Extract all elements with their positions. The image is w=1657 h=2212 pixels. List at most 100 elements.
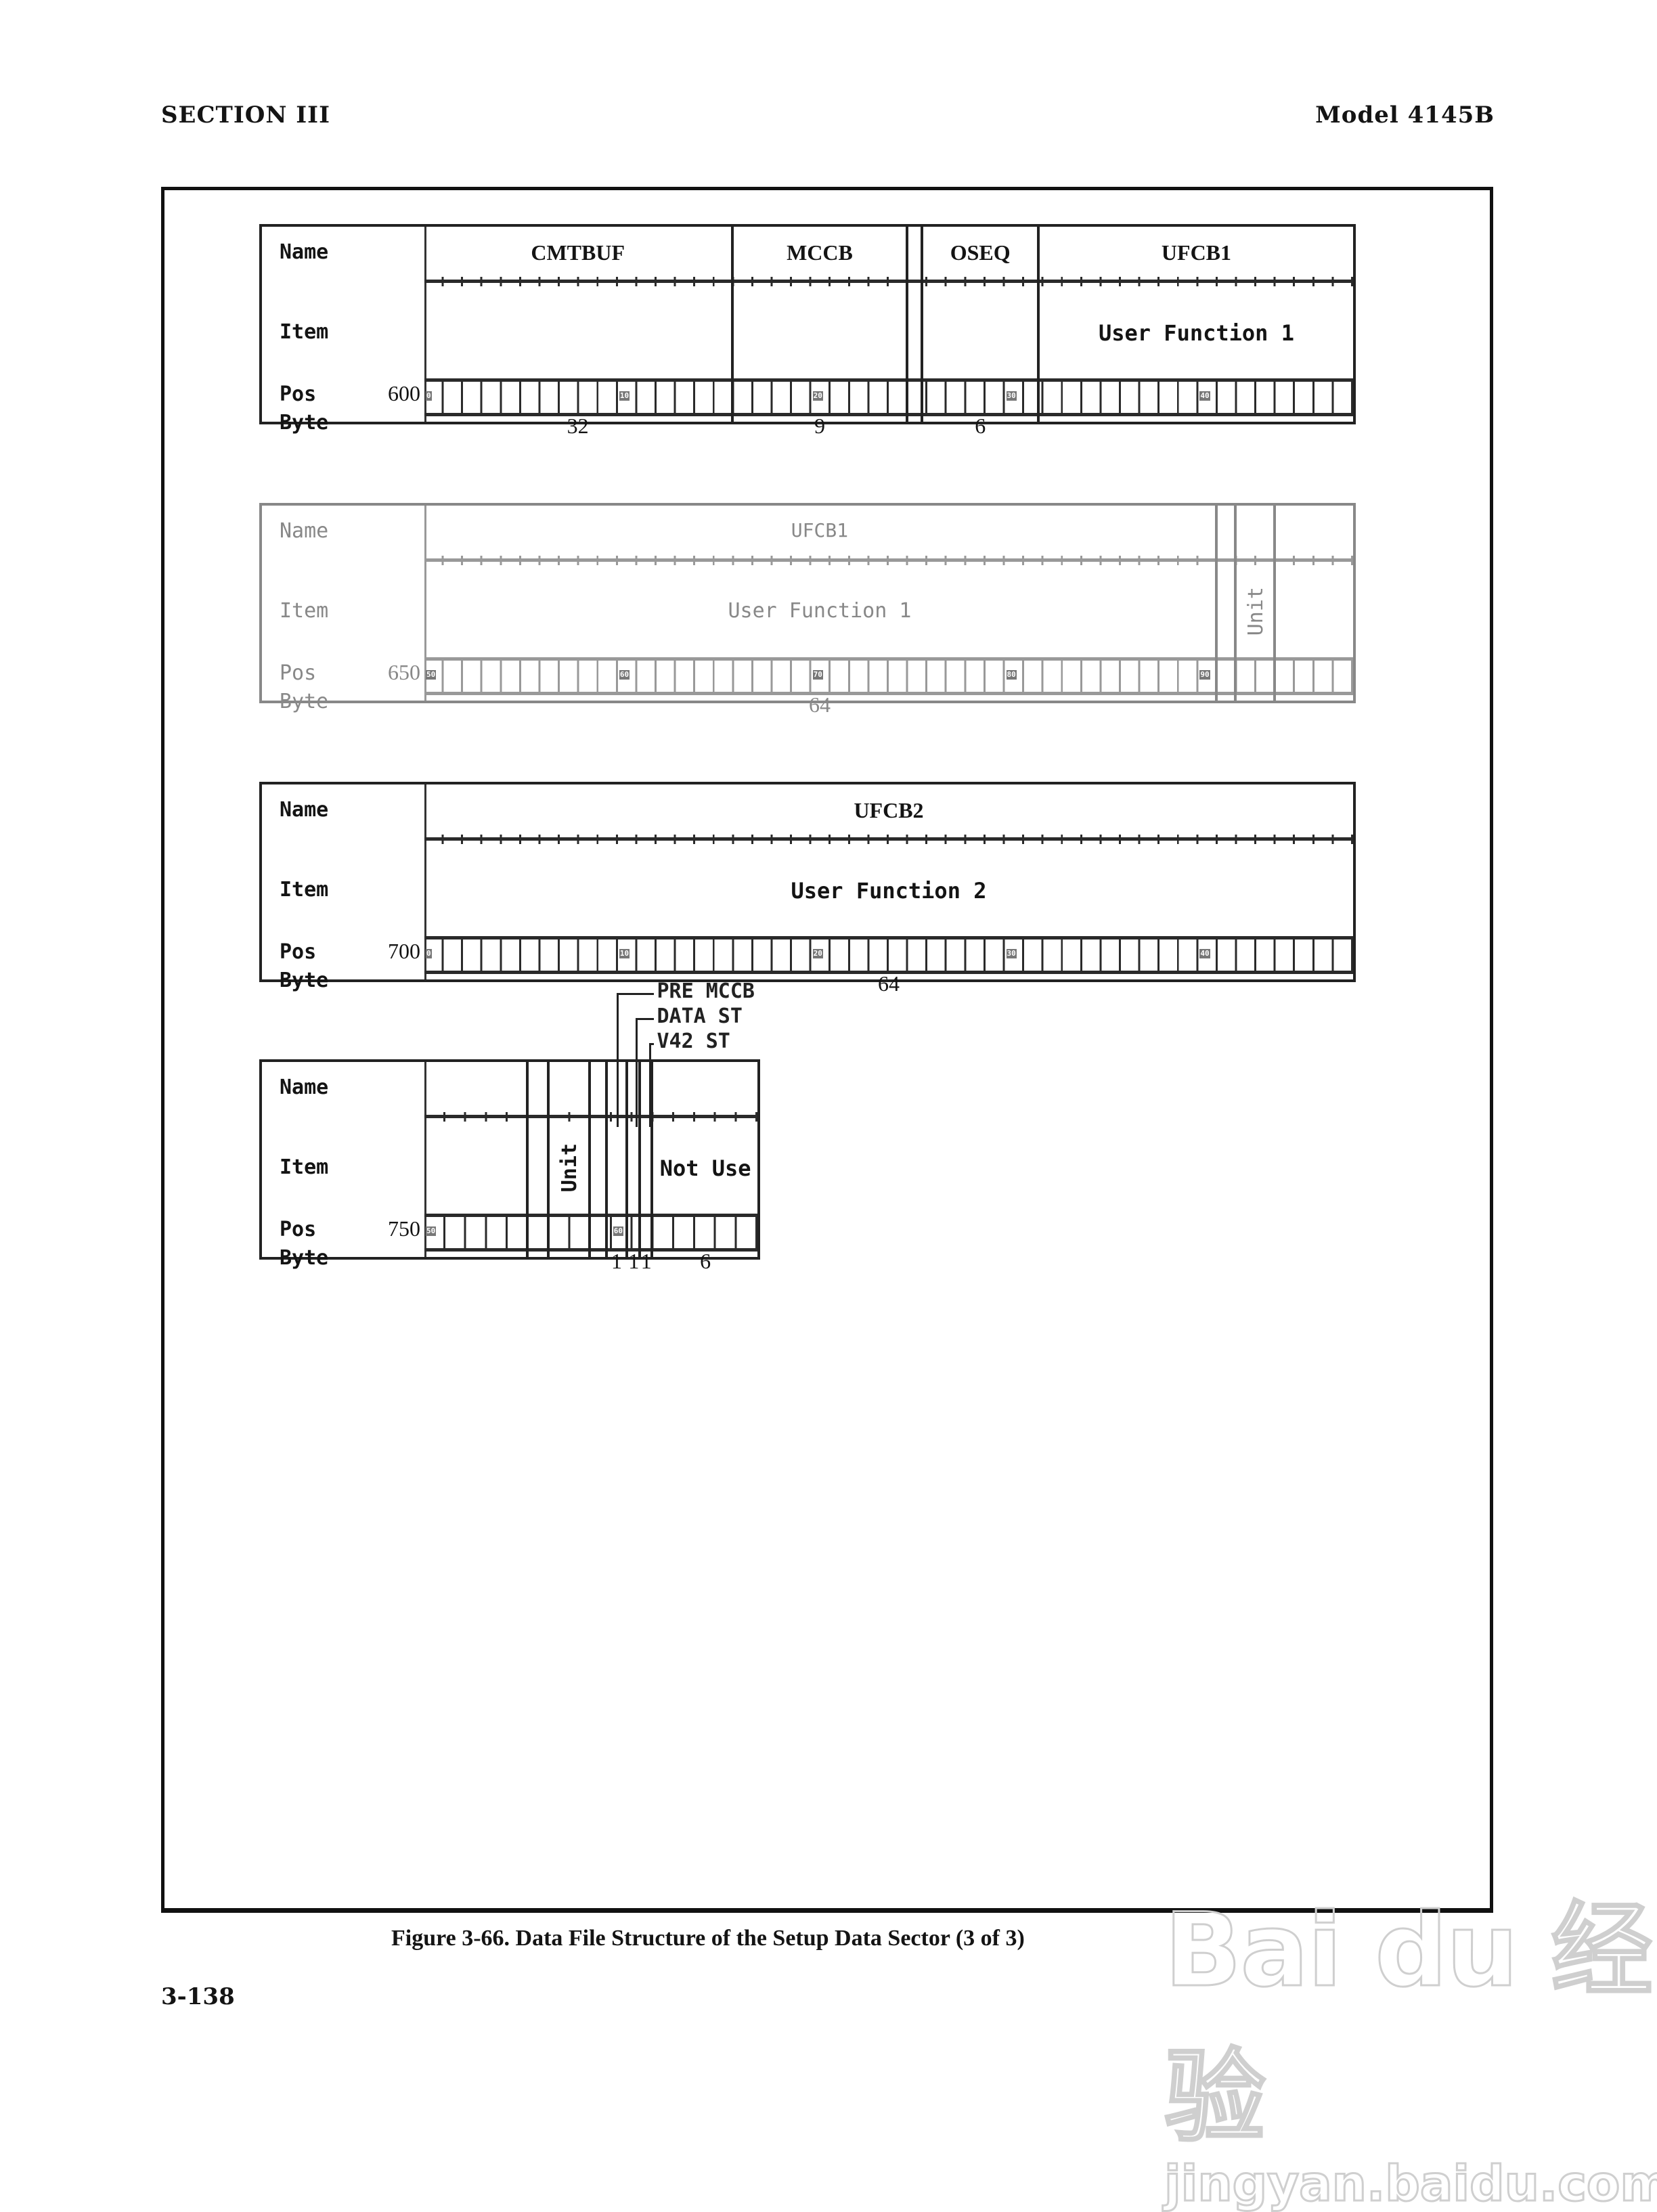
row-label-byte: Byte	[280, 1246, 329, 1270]
row-label-item: Item	[280, 878, 329, 902]
callout-stem	[636, 1018, 638, 1127]
figure-caption: Figure 3-66. Data File Structure of the …	[391, 1926, 1025, 1951]
field-reserved: 1	[608, 1062, 629, 1273]
row-label-item: Item	[280, 320, 329, 344]
row-label-byte: Byte	[280, 690, 329, 713]
field-reserved	[1218, 506, 1237, 701]
field-item: Not Use	[659, 1155, 751, 1181]
tick-marks	[424, 277, 1353, 286]
callout-label: DATA ST	[657, 1004, 743, 1028]
field-bytes: 32	[567, 414, 589, 438]
row-label-name: Name	[280, 519, 329, 543]
field-bytes: 9	[814, 414, 825, 438]
position-ruler: 50 60	[424, 1214, 757, 1252]
section-header: SECTION III	[161, 102, 330, 129]
position-mark: 50	[426, 1226, 437, 1236]
field-name: UFCB2	[854, 798, 924, 822]
field-bytes: 64	[808, 692, 831, 717]
position-mark: 0	[426, 949, 432, 958]
field-reserved	[908, 227, 924, 422]
callout-leader	[636, 1018, 655, 1020]
callout-leader	[617, 993, 655, 995]
field-unit: Unit	[550, 1062, 591, 1257]
callout-label: V42 ST	[657, 1030, 730, 1053]
callout-stem	[649, 1043, 652, 1127]
watermark-brand: Bai du 经验	[1164, 1891, 1654, 2158]
row-label-pos: Pos	[280, 1218, 317, 1241]
callout-leader	[649, 1043, 655, 1045]
row-label-name: Name	[280, 240, 329, 264]
field-bytes: 1	[611, 1249, 622, 1273]
position-mark: 40	[1199, 391, 1210, 401]
model-header: Model 4145B	[1315, 102, 1495, 129]
field-cmtbuf: CMTBUF 32	[424, 227, 734, 438]
position-mark: 30	[1006, 949, 1017, 958]
field-reserved: 1	[628, 1062, 641, 1273]
field-bytes: 1	[628, 1249, 640, 1273]
watermark-url: jingyan.baidu.com	[1163, 2154, 1657, 2212]
row-label-pos: Pos	[280, 940, 317, 964]
row-label-pos: Pos	[280, 382, 317, 406]
pos-start: 650	[388, 660, 420, 684]
field-name: CMTBUF	[531, 240, 625, 265]
page-number: 3-138	[161, 1983, 235, 2010]
field-reserved	[529, 1062, 550, 1257]
field-name: OSEQ	[950, 240, 1011, 265]
field-reserved	[1276, 506, 1353, 701]
field-item: User Function 1	[728, 599, 912, 623]
tick-marks	[424, 1112, 757, 1122]
field-oseq: OSEQ 6	[923, 227, 1040, 438]
field-item: Unit	[1244, 587, 1268, 636]
position-mark: 40	[1199, 949, 1210, 958]
row-label-byte: Byte	[280, 411, 329, 435]
field-reserved: 1	[641, 1062, 654, 1273]
pos-start: 750	[388, 1216, 420, 1241]
callout-label: PRE MCCB	[657, 979, 755, 1003]
position-mark: 10	[619, 391, 630, 401]
position-mark: 60	[619, 670, 630, 680]
pos-start: 700	[388, 939, 420, 963]
callout-stem	[617, 993, 619, 1127]
field-bytes: 64	[878, 971, 900, 996]
position-mark: 90	[1199, 670, 1210, 680]
position-mark: 60	[613, 1226, 623, 1236]
field-bytes: 6	[975, 414, 986, 438]
position-mark: 80	[1006, 670, 1017, 680]
position-mark: 10	[619, 949, 630, 958]
row-label-item: Item	[280, 1155, 329, 1179]
field-name: UFCB1	[791, 519, 849, 541]
row-label-name: Name	[280, 798, 329, 822]
position-mark: 50	[426, 670, 437, 680]
field-bytes: 6	[700, 1249, 711, 1273]
position-mark: 70	[812, 670, 823, 680]
field-not-use: Not Use 6	[653, 1062, 757, 1273]
watermark: Bai du 经验 jingyan.baidu.com	[1163, 1868, 1657, 2212]
position-mark: 20	[812, 391, 823, 401]
field-reserved	[424, 1062, 529, 1257]
row-label-name: Name	[280, 1076, 329, 1099]
field-unit: Unit	[1237, 506, 1276, 701]
row-label-pos: Pos	[280, 661, 317, 685]
field-name: UFCB1	[1161, 240, 1232, 265]
field-reserved	[591, 1062, 608, 1257]
field-item: User Function 1	[1098, 320, 1294, 346]
field-bytes: 1	[640, 1249, 652, 1273]
tick-marks	[424, 835, 1353, 844]
position-mark: 0	[426, 391, 432, 401]
tick-marks	[424, 556, 1353, 565]
row-label-item: Item	[280, 599, 329, 623]
row-label-byte: Byte	[280, 969, 329, 992]
